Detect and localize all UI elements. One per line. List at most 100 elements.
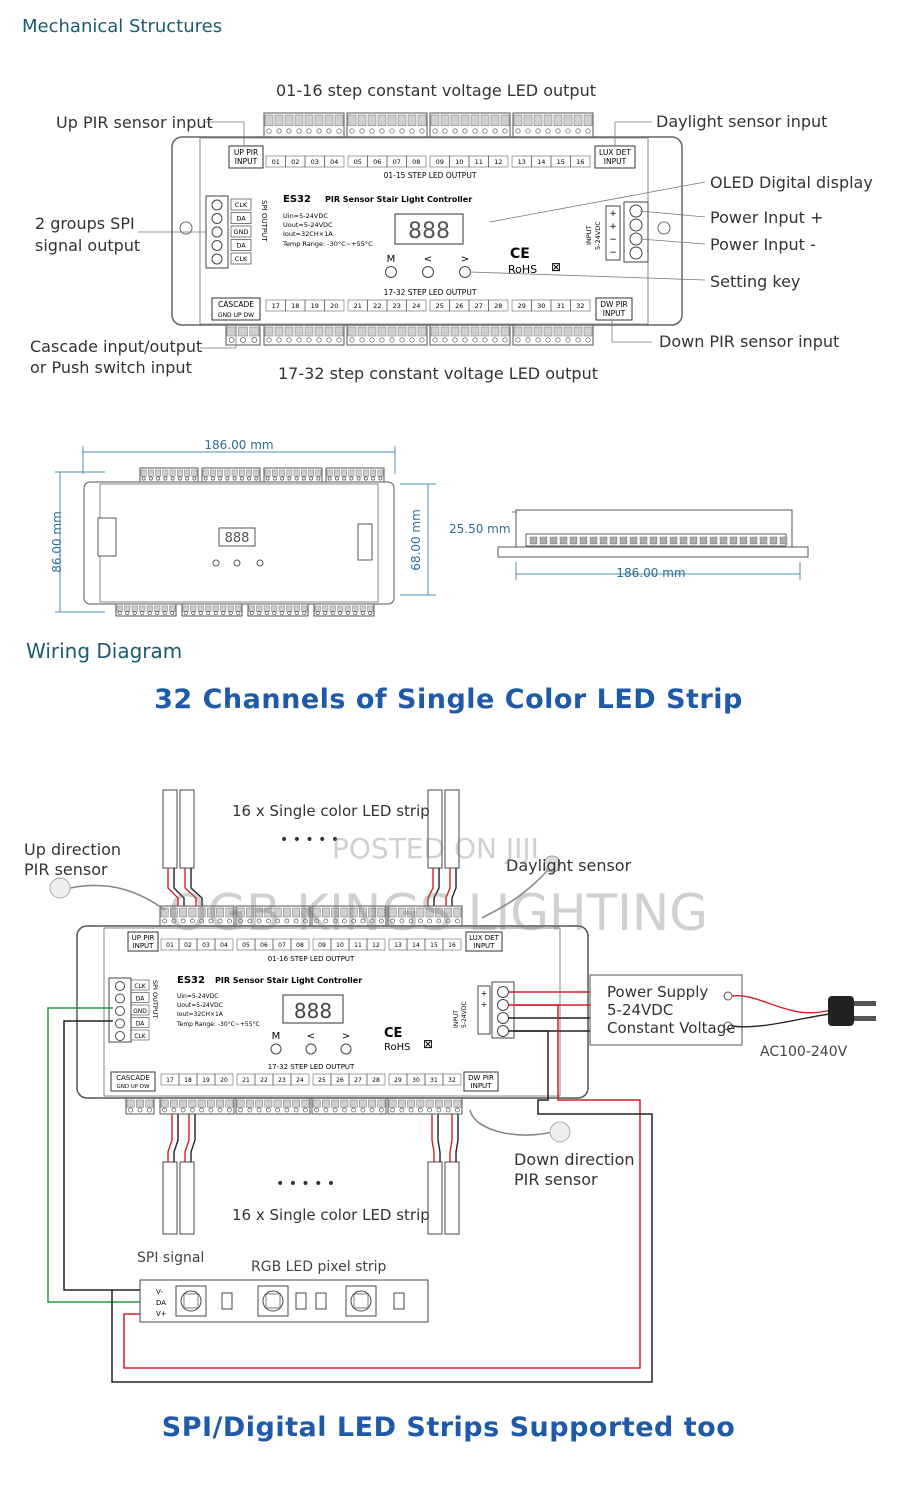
bottom-block-2 <box>346 324 428 346</box>
svg-text:Temp Range: -30°C~+55°C: Temp Range: -30°C~+55°C <box>176 1021 260 1028</box>
cascade-block <box>225 324 261 346</box>
bottom-block-1 <box>263 324 345 346</box>
svg-text:−: − <box>609 248 617 258</box>
svg-text:888: 888 <box>294 999 332 1023</box>
w-bot-ch-26: 26 <box>336 1077 344 1084</box>
svg-text:+: + <box>609 209 617 219</box>
top-terminal-blocks <box>263 112 594 138</box>
top-ch-11: 11 <box>475 158 483 166</box>
w-bot-ch-17: 17 <box>166 1077 174 1084</box>
bot-ch-20: 20 <box>330 302 338 310</box>
dim-bot-block-1 <box>115 603 177 617</box>
bot-ch-23: 23 <box>393 302 401 310</box>
label-oled: OLED Digital display <box>710 173 873 192</box>
top-ch-12: 12 <box>494 158 502 166</box>
label-ps-1: Power Supply <box>607 983 709 1001</box>
svg-text:Iout=32CH×1A: Iout=32CH×1A <box>283 230 333 238</box>
svg-text:RoHS: RoHS <box>508 263 537 276</box>
down-pir-sensor <box>549 1121 571 1143</box>
bot-ch-17: 17 <box>272 302 280 310</box>
w-top-ch-02: 02 <box>184 942 192 949</box>
svg-text:INPUT: INPUT <box>453 1010 460 1028</box>
label-rgb-strip: RGB LED pixel strip <box>251 1259 387 1275</box>
rgb-resistor-2 <box>295 1292 307 1310</box>
w-bot-ch-28: 28 <box>372 1077 380 1084</box>
bot-ch-26: 26 <box>455 302 463 310</box>
dim-height-inner: 68.00 mm <box>409 509 423 571</box>
label-spi-line1: 2 groups SPI <box>35 214 135 233</box>
spi-pin-1: DA <box>236 215 246 223</box>
label-daylight: Daylight sensor input <box>656 112 828 131</box>
svg-text:⊠: ⊠ <box>423 1037 433 1051</box>
svg-text:INPUT: INPUT <box>604 157 627 166</box>
top-ch-07: 07 <box>393 158 401 166</box>
top-step-label: 01-15 STEP LED OUTPUT <box>384 171 477 180</box>
bot-ch-18: 18 <box>291 302 299 310</box>
dim-side-width: 186.00 mm <box>616 566 685 580</box>
w-bot-ch-27: 27 <box>354 1077 362 1084</box>
w-bot-ch-23: 23 <box>278 1077 286 1084</box>
top-block-4 <box>512 112 594 138</box>
w-bot-ch-29: 29 <box>394 1077 402 1084</box>
svg-text:Uin=5-24VDC: Uin=5-24VDC <box>177 993 218 1000</box>
key-left <box>422 266 434 278</box>
lux-det-label: LUX DET <box>599 148 631 157</box>
model-desc: PIR Sensor Stair Light Controller <box>325 195 472 204</box>
w-top-ch-09: 09 <box>318 942 326 949</box>
top-ch-05: 05 <box>354 158 362 166</box>
up-pir-label: UP PIR <box>234 148 258 157</box>
w-bot-block-4 <box>387 1097 463 1115</box>
svg-text:888: 888 <box>408 219 450 244</box>
top-ch-14: 14 <box>537 158 545 166</box>
svg-text:DW PIR: DW PIR <box>468 1074 494 1082</box>
svg-text:+: + <box>481 1000 488 1009</box>
svg-text:>: > <box>461 254 469 265</box>
svg-text:LUX DET: LUX DET <box>469 934 500 942</box>
w-bot-ch-30: 30 <box>412 1077 420 1084</box>
svg-text:CE: CE <box>384 1026 402 1041</box>
svg-text:RoHS: RoHS <box>384 1042 410 1053</box>
svg-text:<: < <box>307 1031 315 1042</box>
svg-text:888: 888 <box>225 531 250 546</box>
label-ac: AC100-240V <box>760 1044 848 1060</box>
w-top-ch-06: 06 <box>260 942 268 949</box>
w-top-ch-12: 12 <box>372 942 380 949</box>
w-spi-pin-0: CLK <box>134 983 147 990</box>
side-view-base <box>497 546 809 558</box>
label-power-plus: Power Input + <box>710 208 824 227</box>
bot-ch-25: 25 <box>436 302 444 310</box>
svg-text:Uout=5-24VDC: Uout=5-24VDC <box>283 221 333 229</box>
daylight-sensor <box>543 855 561 873</box>
weee-icon: ⊠ <box>551 260 561 274</box>
label-strip-bottom: 16 x Single color LED strip <box>232 1206 430 1224</box>
rgb-resistor-4 <box>393 1292 405 1310</box>
w-spi-pin-3: DA <box>136 1021 146 1028</box>
w-bot-block-3 <box>311 1097 387 1115</box>
label-down-pir-1: Down direction <box>514 1150 635 1169</box>
w-top-ch-03: 03 <box>202 942 210 949</box>
w-top-ch-11: 11 <box>354 942 362 949</box>
bottom-block-3 <box>429 324 511 346</box>
top-led-strips <box>162 789 460 869</box>
bot-ch-31: 31 <box>557 302 565 310</box>
w-top-ch-05: 05 <box>242 942 250 949</box>
svg-text:• • • • •: • • • • • <box>276 1176 335 1192</box>
bot-ch-24: 24 <box>412 302 420 310</box>
svg-text:+: + <box>481 989 488 998</box>
top-block-1 <box>263 112 345 138</box>
svg-text:V-: V- <box>156 1288 163 1296</box>
dim-height-outer: 86.00 mm <box>50 511 64 573</box>
watermark-posted: POSTED ON JIJI <box>332 832 539 865</box>
svg-text:<: < <box>424 254 432 265</box>
w-top-block-2 <box>235 905 311 927</box>
label-down-pir-2: PIR sensor <box>514 1170 598 1189</box>
svg-text:Iout=32CH×1A: Iout=32CH×1A <box>177 1011 224 1018</box>
dim-top-block-4 <box>325 467 385 483</box>
top-ch-01: 01 <box>272 158 280 166</box>
svg-text:5-24VDC: 5-24VDC <box>461 1001 468 1028</box>
w-bot-ch-25: 25 <box>318 1077 326 1084</box>
svg-text:GND UP DW: GND UP DW <box>218 312 254 319</box>
watermark-company: OGB KINGS LIGHTING <box>168 884 708 942</box>
